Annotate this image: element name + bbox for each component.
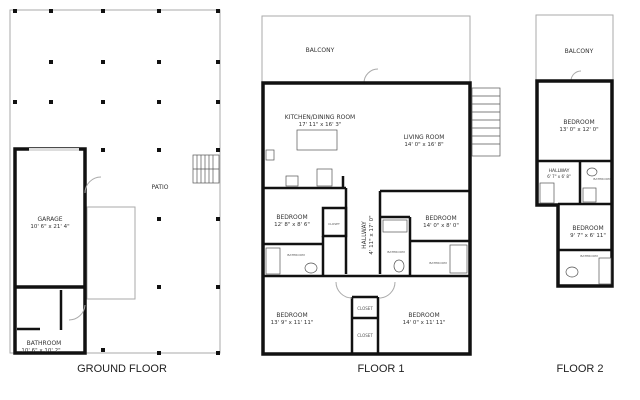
room-label: BATHROOM <box>429 261 447 265</box>
garage-door <box>29 148 79 151</box>
room-dims: 12' 8" x 8' 6" <box>274 222 310 228</box>
closet <box>321 206 348 238</box>
floor-2-walls <box>535 79 614 288</box>
room-dims: 10' 6" x 10' 2" <box>21 348 60 354</box>
garage-walls <box>13 147 87 355</box>
room-label: CLOSET <box>328 222 340 226</box>
floor-title: FLOOR 1 <box>357 363 404 375</box>
room-label: CLOSET <box>357 306 373 311</box>
kitchen-island <box>296 129 338 151</box>
room-label: BEDROOM <box>425 215 456 222</box>
room-label: HALLWAY <box>549 168 570 174</box>
sink <box>265 149 275 161</box>
door-swing <box>363 68 379 84</box>
shower <box>449 244 468 274</box>
door-swing <box>378 281 396 299</box>
room-label: BEDROOM <box>276 214 307 221</box>
stove <box>285 175 299 187</box>
toilet <box>393 259 405 273</box>
shower <box>598 257 612 285</box>
room-label: PATIO <box>151 184 168 191</box>
ground-floor-plan: PATIO GARAGE 10' 6" x 21' 4" BATHROOM 10… <box>9 9 221 375</box>
patio-outline <box>9 9 221 354</box>
room-dims: 14' 0" x 11' 11" <box>403 320 446 326</box>
room-label: BEDROOM <box>563 119 594 126</box>
floor-1-walls <box>261 81 472 356</box>
room-dims: 14' 0" x 16' 8" <box>404 142 443 148</box>
dining-table <box>316 168 333 187</box>
room-label: BEDROOM <box>276 312 307 319</box>
room-label: KITCHEN/DINING ROOM <box>285 114 356 121</box>
floor-title: GROUND FLOOR <box>77 363 167 375</box>
room-label: BATHROOM <box>27 340 62 347</box>
balcony-outline <box>261 15 471 84</box>
room-label: BATHROOM <box>287 253 305 257</box>
room-dims: 13' 9" x 11' 11" <box>271 320 314 326</box>
room-dims: 4' 11" x 17' 0" <box>369 215 375 254</box>
door-swing <box>84 176 102 194</box>
room-dims: 13' 0" x 12' 0" <box>559 127 598 133</box>
room-label: HALLWAY <box>361 221 368 249</box>
pillars <box>13 9 220 355</box>
stairs <box>471 87 501 157</box>
room-label: LIVING ROOM <box>404 134 445 141</box>
door-swing <box>68 304 86 321</box>
room-dims: 10' 6" x 21' 4" <box>30 224 69 230</box>
hallway-label: HALLWAY 4' 11" x 17' 0" <box>361 215 375 254</box>
stairs <box>192 154 220 184</box>
room-label: BATHROOM <box>593 177 611 181</box>
room-label: CLOSET <box>357 333 373 338</box>
toilet <box>586 167 598 177</box>
room-label: BATHROOM <box>580 254 598 258</box>
bathtub <box>382 219 408 233</box>
room-dims: 6' 7" x 6' 8" <box>547 174 571 179</box>
room-label: BEDROOM <box>408 312 439 319</box>
room-label: BALCONY <box>306 47 335 54</box>
floor-1-plan: CLOSET BATHROOM BATHROOM BATHROOM BALCON… <box>261 15 501 375</box>
patio-ledge <box>86 206 136 300</box>
bathtub <box>265 247 281 275</box>
shower <box>582 187 597 203</box>
room-dims: 9' 7" x 6' 11" <box>570 233 606 239</box>
room-label: GARAGE <box>37 216 62 223</box>
room-dims: 17' 11" x 16' 3" <box>299 122 342 128</box>
room-dims: 14' 0" x 8' 0" <box>423 223 459 229</box>
stairs <box>539 182 555 204</box>
room-label: BEDROOM <box>572 225 603 232</box>
toilet <box>565 266 579 278</box>
room-label: BALCONY <box>565 48 594 55</box>
floor-title: FLOOR 2 <box>556 363 603 375</box>
toilet <box>304 262 318 274</box>
floor-2-plan: BALCONY BEDROOM 13' 0" x 12' 0" HALLWAY … <box>535 14 614 375</box>
door-swing <box>335 281 353 299</box>
room-label: BATHROOM <box>387 250 405 254</box>
